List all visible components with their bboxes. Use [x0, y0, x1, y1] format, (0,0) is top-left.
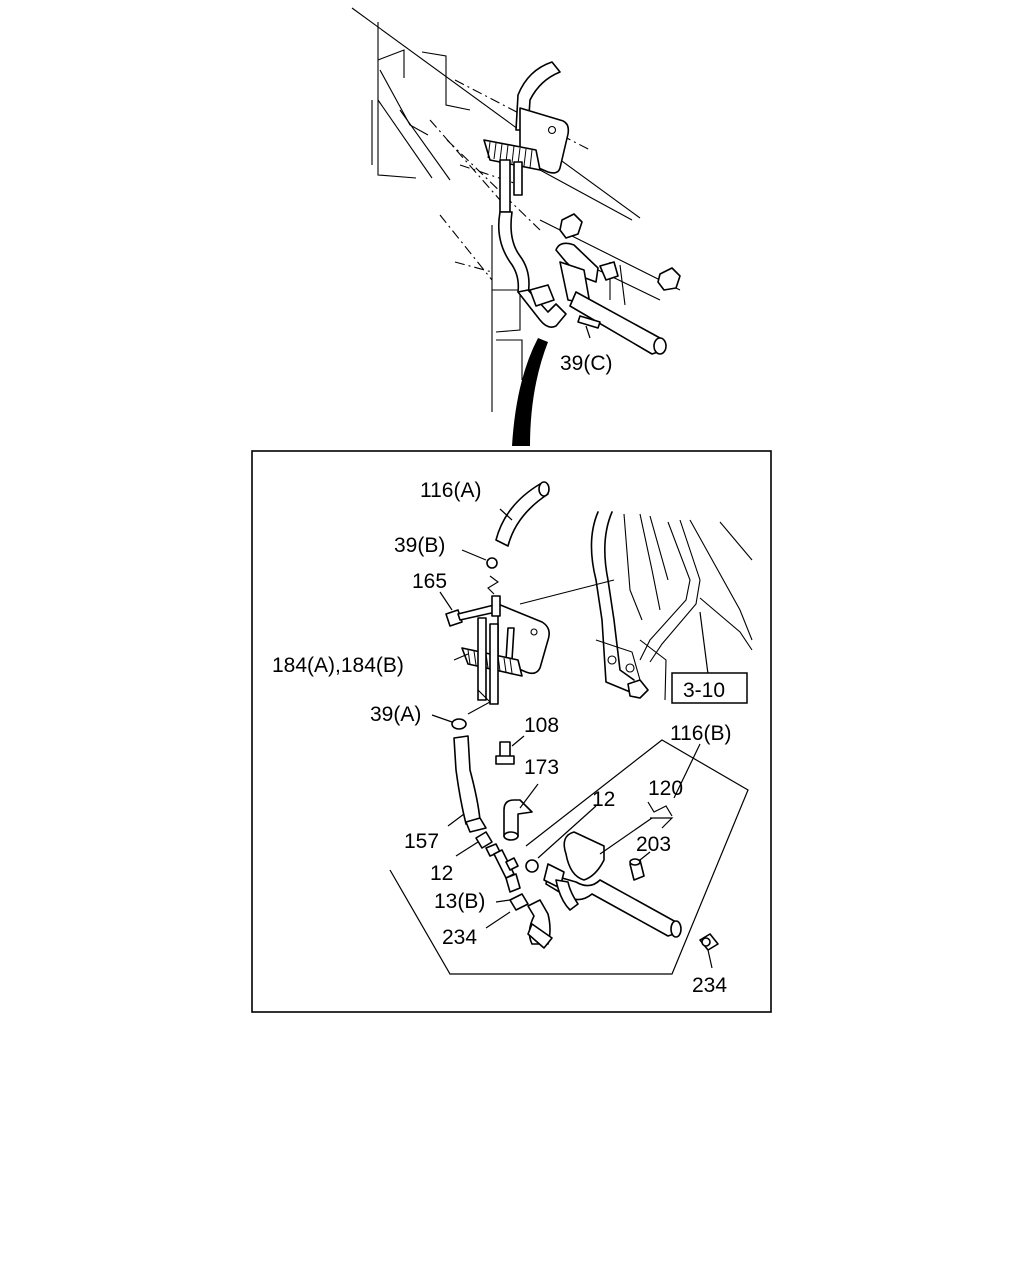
label-184: 184(A),184(B): [272, 654, 404, 677]
leader-116b: [673, 743, 701, 799]
clamp-234-right: [699, 933, 719, 969]
fitting-13b: [495, 893, 529, 911]
detail-frame: [251, 450, 772, 1013]
clamp-39a: [431, 714, 467, 730]
hose-116a: [495, 481, 550, 547]
hose-157: [447, 735, 487, 833]
bolt-108: [495, 735, 525, 765]
reference-box: [671, 672, 748, 704]
label-13b: 13(B): [434, 890, 485, 913]
label-39b: 39(B): [394, 534, 445, 557]
pipe-116b: [543, 831, 682, 938]
pipe-173: [503, 783, 539, 841]
label-157: 157: [404, 830, 439, 853]
inset-body-panel: [519, 511, 753, 701]
clamp-39b: [461, 549, 499, 595]
fitting-12: [455, 831, 521, 893]
label-108: 108: [524, 714, 559, 737]
label-12-upper: 12: [592, 788, 615, 811]
upper-overview-drawing: [351, 7, 681, 446]
hose-234-lower: [485, 899, 553, 949]
bolt-203: [629, 851, 651, 881]
label-39a: 39(A): [370, 703, 421, 726]
bolt-165: [439, 591, 497, 627]
group-outline: [389, 739, 749, 975]
label-173: 173: [524, 756, 559, 779]
label-39c-upper: 39(C): [560, 352, 613, 375]
label-116a: 116(A): [420, 479, 481, 502]
leader-120: [647, 801, 673, 817]
label-116b: 116(B): [670, 722, 731, 745]
label-12-lower: 12: [430, 862, 453, 885]
leader-203: [650, 817, 674, 829]
bracket-184: [453, 595, 550, 715]
label-165: 165: [412, 570, 447, 593]
label-203: 203: [636, 833, 671, 856]
reference-label: 3-10: [683, 679, 725, 702]
clamp-12-upper: [525, 805, 597, 873]
label-120: 120: [648, 777, 683, 800]
label-234-lower: 234: [442, 926, 477, 949]
label-234-right: 234: [692, 974, 727, 997]
